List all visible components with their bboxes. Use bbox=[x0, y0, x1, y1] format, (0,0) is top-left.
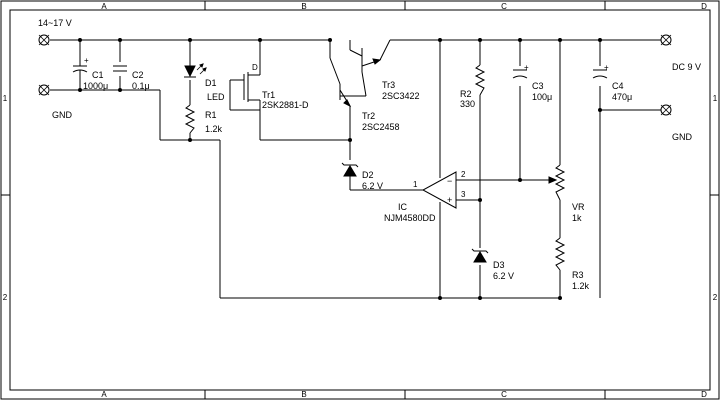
capacitor-c3: + C3 100μ bbox=[512, 63, 552, 102]
resistor-r1: R1 1.2k bbox=[184, 104, 223, 134]
c1-plus-sign: + bbox=[84, 56, 89, 65]
frame-row-2-right: 2 bbox=[713, 293, 718, 302]
junction bbox=[598, 38, 602, 42]
junction bbox=[478, 198, 482, 202]
vr-ref: VR bbox=[572, 202, 585, 212]
c1-value: 1000μ bbox=[83, 81, 108, 91]
junction bbox=[348, 138, 352, 142]
frame-col-b-top: B bbox=[301, 2, 306, 11]
c4-ref: C4 bbox=[612, 81, 624, 91]
junction bbox=[598, 108, 602, 112]
ic-pin-2: 2 bbox=[461, 170, 466, 179]
zener-d2: D2 6.2 V bbox=[341, 162, 383, 191]
tr1-value: 2SK2881-D bbox=[262, 100, 309, 110]
led-d1: D1 LED bbox=[184, 63, 225, 102]
vr-value: 1k bbox=[572, 213, 582, 223]
junction bbox=[518, 38, 522, 42]
mosfet-tr1: D Tr1 2SK2881-D bbox=[230, 63, 309, 110]
junction bbox=[118, 38, 122, 42]
resistor-r3: R3 1.2k bbox=[554, 237, 590, 291]
c3-value: 100μ bbox=[532, 92, 552, 102]
frame-row-2-left: 2 bbox=[3, 293, 8, 302]
output-terminal-positive bbox=[660, 34, 672, 46]
capacitor-c1: + C1 1000μ bbox=[72, 56, 108, 91]
junction bbox=[438, 38, 442, 42]
r3-value: 1.2k bbox=[572, 281, 590, 291]
junction bbox=[258, 38, 262, 42]
input-voltage-label: 14~17 V bbox=[38, 18, 72, 28]
junction bbox=[558, 38, 562, 42]
d2-value: 6.2 V bbox=[362, 181, 383, 191]
ic-value: NJM4580DD bbox=[384, 213, 436, 223]
junctions bbox=[78, 38, 602, 300]
frame-col-c-top: C bbox=[501, 2, 507, 11]
junction bbox=[518, 178, 522, 182]
output-gnd-label: GND bbox=[672, 132, 693, 142]
d2-ref: D2 bbox=[362, 170, 374, 180]
r2-value: 330 bbox=[460, 99, 475, 109]
ic-pin-3: 3 bbox=[461, 190, 466, 199]
ic-pin-1: 1 bbox=[413, 180, 418, 189]
c3-ref: C3 bbox=[532, 81, 544, 91]
r1-ref: R1 bbox=[205, 110, 217, 120]
c1-ref: C1 bbox=[92, 70, 104, 80]
tr3-ref: Tr3 bbox=[382, 80, 395, 90]
tr2-ref: Tr2 bbox=[362, 111, 375, 121]
ic-plus-sign: + bbox=[447, 195, 452, 205]
d1-ref: D1 bbox=[205, 78, 217, 88]
opamp-ic: − + 1 2 3 IC NJM4580DD bbox=[384, 170, 466, 223]
resistor-r2: R2 330 bbox=[460, 64, 486, 109]
input-terminal-gnd bbox=[38, 84, 50, 96]
capacitor-c4: + C4 470μ bbox=[592, 63, 632, 102]
junction bbox=[118, 88, 122, 92]
tr2-value: 2SC2458 bbox=[362, 122, 400, 132]
r3-ref: R3 bbox=[572, 270, 584, 280]
c4-plus-sign: + bbox=[604, 63, 609, 72]
tr1-pin-d: D bbox=[252, 63, 258, 72]
c4-value: 470μ bbox=[612, 92, 632, 102]
junction bbox=[328, 38, 332, 42]
frame-col-d-bottom: D bbox=[701, 390, 707, 399]
transistor-tr2: Tr2 2SC2458 bbox=[329, 57, 400, 132]
d1-value: LED bbox=[207, 92, 225, 102]
output-terminal-gnd bbox=[660, 104, 672, 116]
junction bbox=[188, 38, 192, 42]
r1-value: 1.2k bbox=[205, 124, 223, 134]
ic-minus-sign: − bbox=[447, 176, 452, 186]
frame-col-d-top: D bbox=[701, 2, 707, 11]
transistor-tr3: Tr3 2SC3422 bbox=[349, 48, 420, 101]
r2-ref: R2 bbox=[460, 89, 472, 99]
c2-value: 0.1μ bbox=[132, 81, 150, 91]
zener-d3: D3 6.2 V bbox=[471, 248, 514, 281]
d3-value: 6.2 V bbox=[493, 271, 514, 281]
junction bbox=[188, 138, 192, 142]
frame-col-a-bottom: A bbox=[101, 390, 107, 399]
junction bbox=[478, 38, 482, 42]
frame-col-c-bottom: C bbox=[501, 390, 507, 399]
tr1-ref: Tr1 bbox=[262, 90, 275, 100]
junction bbox=[438, 296, 442, 300]
frame-col-b-bottom: B bbox=[301, 390, 306, 399]
ic-ref: IC bbox=[398, 202, 408, 212]
junction bbox=[558, 296, 562, 300]
frame-row-1-left: 1 bbox=[3, 94, 8, 103]
c2-ref: C2 bbox=[132, 70, 144, 80]
input-gnd-label: GND bbox=[52, 110, 73, 120]
frame-col-a-top: A bbox=[101, 2, 107, 11]
potentiometer-vr: VR 1k bbox=[548, 164, 585, 223]
input-terminal-positive bbox=[38, 34, 50, 46]
d3-ref: D3 bbox=[493, 260, 505, 270]
frame-row-1-right: 1 bbox=[713, 94, 718, 103]
c3-plus-sign: + bbox=[524, 63, 529, 72]
junction bbox=[78, 38, 82, 42]
junction bbox=[478, 296, 482, 300]
capacitor-c2: C2 0.1μ bbox=[112, 62, 150, 91]
tr3-value: 2SC3422 bbox=[382, 91, 420, 101]
output-voltage-label: DC 9 V bbox=[672, 62, 701, 72]
